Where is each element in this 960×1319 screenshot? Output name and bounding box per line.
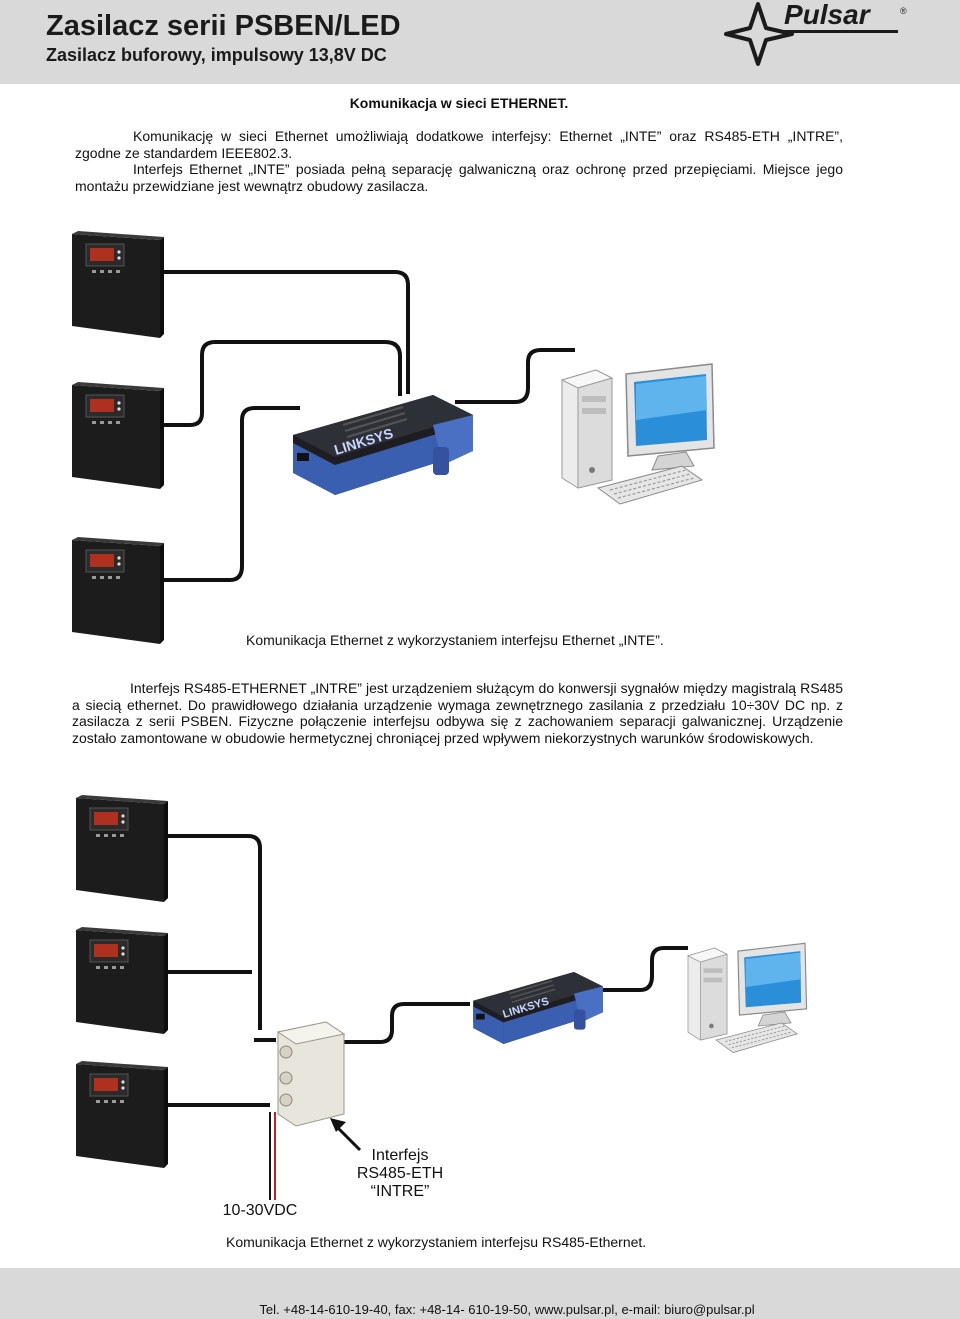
interface-label-line-2: RS485-ETH [356,1165,444,1182]
logo-registered: ® [900,6,907,16]
cable-router-pc [600,946,688,992]
cable-psu2-router [162,340,402,427]
rs485-text: Interfejs RS485-ETHERNET „INTRE” jest ur… [72,680,843,746]
computer [561,363,715,505]
psu-3 [75,1060,169,1169]
rs485-paragraph: Interfejs RS485-ETHERNET „INTRE” jest ur… [72,680,843,746]
intro-text: Komunikację w sieci Ethernet umożliwiają… [75,128,843,194]
interface-label-line-3: “INTRE” [370,1183,430,1200]
page-header: Zasilacz serii PSBEN/LED Zasilacz buforo… [0,0,960,84]
diagram-2: LINKSYS [75,794,808,1200]
cable-psu3-router [162,406,300,582]
power-label: 10-30VDC [222,1202,298,1219]
arrow-head-icon [330,1118,346,1132]
intro-paragraph-1: Komunikację w sieci Ethernet umożliwiają… [75,128,843,161]
computer [687,942,808,1054]
cable-interface-router [340,1002,470,1044]
intre-interface [269,1021,346,1200]
cable-psu1-router [162,270,410,394]
footer-contact: Tel. +48-14-610-19-40, fax: +48-14- 610-… [259,1302,755,1317]
psu-3 [71,536,165,645]
psu-1 [71,230,165,339]
page-title: Zasilacz serii PSBEN/LED [46,10,401,42]
section-title: Komunikacja w sieci ETHERNET. [349,95,569,111]
intro-paragraph-2: Interfejs Ethernet „INTE” posiada pełną … [75,161,843,194]
psu-1 [75,794,169,903]
logo-text: Pulsar [784,0,872,30]
psu-2 [75,926,169,1035]
interface-label: Interfejs RS485-ETH “INTRE” [340,1147,460,1201]
diagram-2-caption: Komunikacja Ethernet z wykorzystaniem in… [226,1234,647,1250]
diagram-1-caption: Komunikacja Ethernet z wykorzystaniem in… [246,632,664,648]
page-subtitle: Zasilacz buforowy, impulsowy 13,8V DC [46,45,387,65]
page-footer: Tel. +48-14-610-19-40, fax: +48-14- 610-… [0,1268,960,1319]
router [292,394,474,496]
cable-psu1-bus [152,834,262,1030]
psu-2 [71,381,165,490]
pulsar-star-icon [724,2,794,66]
pulsar-logo: Pulsar ® [724,0,907,66]
diagram-1: LINKSYS [71,230,715,645]
cable-router-pc [455,348,575,404]
interface-label-line-1: Interfejs [371,1147,429,1164]
